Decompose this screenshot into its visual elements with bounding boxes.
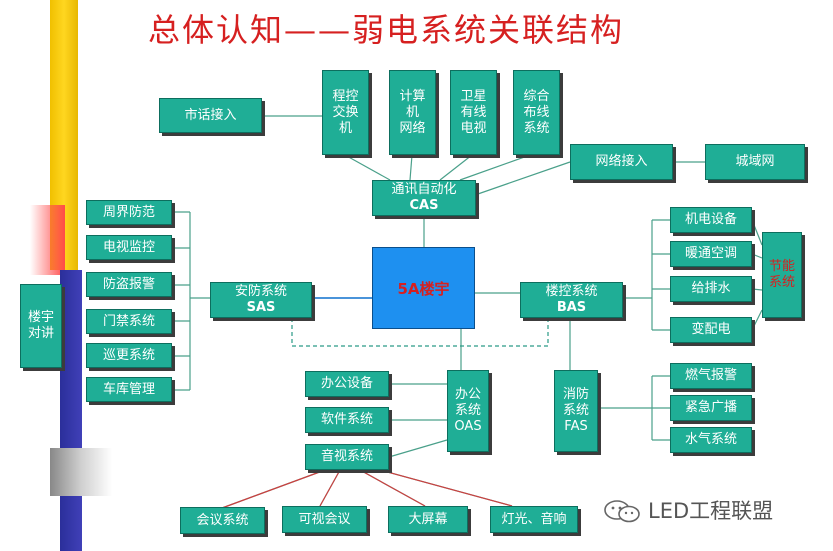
fas-label-en: FAS — [564, 419, 588, 434]
node-wan: 城域网 — [705, 144, 805, 180]
bas-label-cn: 楼控系统 — [545, 284, 598, 299]
cas-label-cn: 通讯自动化 — [391, 182, 457, 197]
node-mech: 机电设备 — [670, 207, 752, 233]
node-water: 给排水 — [670, 276, 752, 302]
page-title: 总体认知——弱电系统关联结构 — [148, 11, 625, 49]
node-intercom: 楼宇 对讲 — [20, 284, 62, 368]
node-hvac: 暖通空调 — [670, 241, 752, 267]
node-cas: 通讯自动化 CAS — [372, 180, 476, 216]
node-lighting: 灯光、音响 — [490, 506, 578, 533]
sas-label-en: SAS — [246, 300, 276, 315]
node-oas: 办公 系统 OAS — [447, 370, 489, 452]
node-fas: 消防 系统 FAS — [554, 370, 598, 452]
node-gas-alarm: 燃气报警 — [670, 363, 752, 389]
node-emergency: 紧急广播 — [670, 395, 752, 421]
node-city-phone: 市话接入 — [159, 98, 262, 133]
node-computer-net: 计算 机 网络 — [389, 70, 436, 155]
node-av: 音视系统 — [305, 444, 389, 470]
node-perimeter: 周界防范 — [86, 200, 172, 225]
node-big-screen: 大屏幕 — [388, 506, 468, 533]
node-power: 变配电 — [670, 317, 752, 343]
oas-label-en: OAS — [454, 419, 482, 434]
node-pbx: 程控 交换 机 — [322, 70, 369, 155]
node-sas: 安防系统 SAS — [210, 282, 312, 318]
node-cabling: 综合 布线 系统 — [513, 70, 560, 155]
node-software: 软件系统 — [305, 407, 389, 433]
node-bas: 楼控系统 BAS — [520, 282, 623, 318]
node-conference: 会议系统 — [180, 507, 265, 534]
node-net-access: 网络接入 — [570, 144, 673, 180]
node-burglar: 防盗报警 — [86, 272, 172, 297]
watermark-text: LED工程联盟 — [648, 499, 774, 523]
cas-label-en: CAS — [409, 198, 439, 213]
node-access: 门禁系统 — [86, 309, 172, 334]
stripe-red — [30, 205, 65, 275]
node-energy: 节能 系统 — [762, 232, 802, 318]
sas-label-cn: 安防系统 — [234, 284, 287, 299]
node-cctv: 电视监控 — [86, 235, 172, 260]
fas-label-cn: 消防 系统 — [562, 387, 589, 418]
stripe-gray — [50, 448, 112, 496]
node-video-conf: 可视会议 — [282, 506, 367, 533]
node-patrol: 巡更系统 — [86, 343, 172, 368]
center-5a-building: 5A楼宇 — [372, 247, 475, 329]
node-office-equip: 办公设备 — [305, 371, 389, 397]
oas-label-cn: 办公 系统 — [454, 387, 481, 418]
node-parking: 车库管理 — [86, 377, 172, 402]
bas-label-en: BAS — [556, 300, 587, 315]
wechat-icon — [604, 500, 640, 523]
node-sprinkler: 水气系统 — [670, 427, 752, 453]
node-satellite-tv: 卫星 有线 电视 — [450, 70, 497, 155]
